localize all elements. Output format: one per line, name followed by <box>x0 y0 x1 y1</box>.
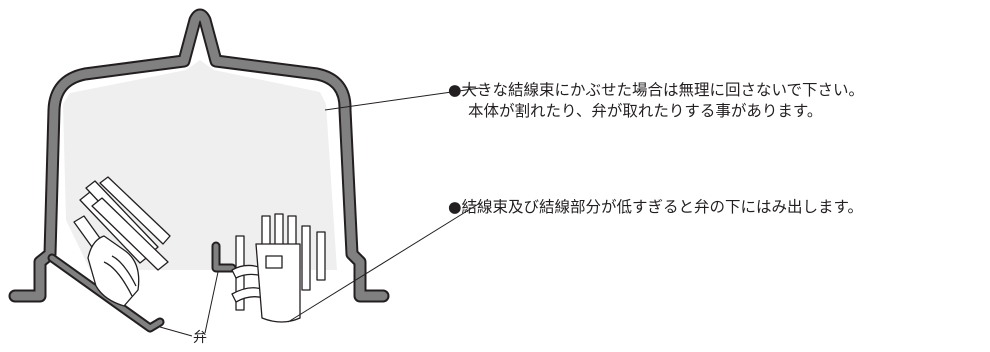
cap-shell <box>8 8 390 303</box>
note-low-bundle: ●結線束及び結線部分が低すぎると弁の下にはみ出します。 <box>448 198 863 216</box>
leader-line-note2 <box>287 202 481 323</box>
note-large-bundle: ●大きな結線束にかぶせた場合は無理に回さないで下さい。 <box>448 81 865 99</box>
right-wire-bundle <box>231 213 326 323</box>
leader-line-valve-right <box>204 271 219 334</box>
valve-label: 弁 <box>193 330 207 346</box>
note-large-bundle-consequence: 本体が割れたり、弁が取れたりする事があります。 <box>468 102 823 120</box>
leader-line-valve-left <box>159 326 193 337</box>
right-valve <box>211 241 237 273</box>
leader-lines <box>159 87 481 337</box>
left-valve <box>47 253 165 333</box>
left-wire-bundle <box>73 176 171 307</box>
leader-line-note1 <box>324 87 481 111</box>
